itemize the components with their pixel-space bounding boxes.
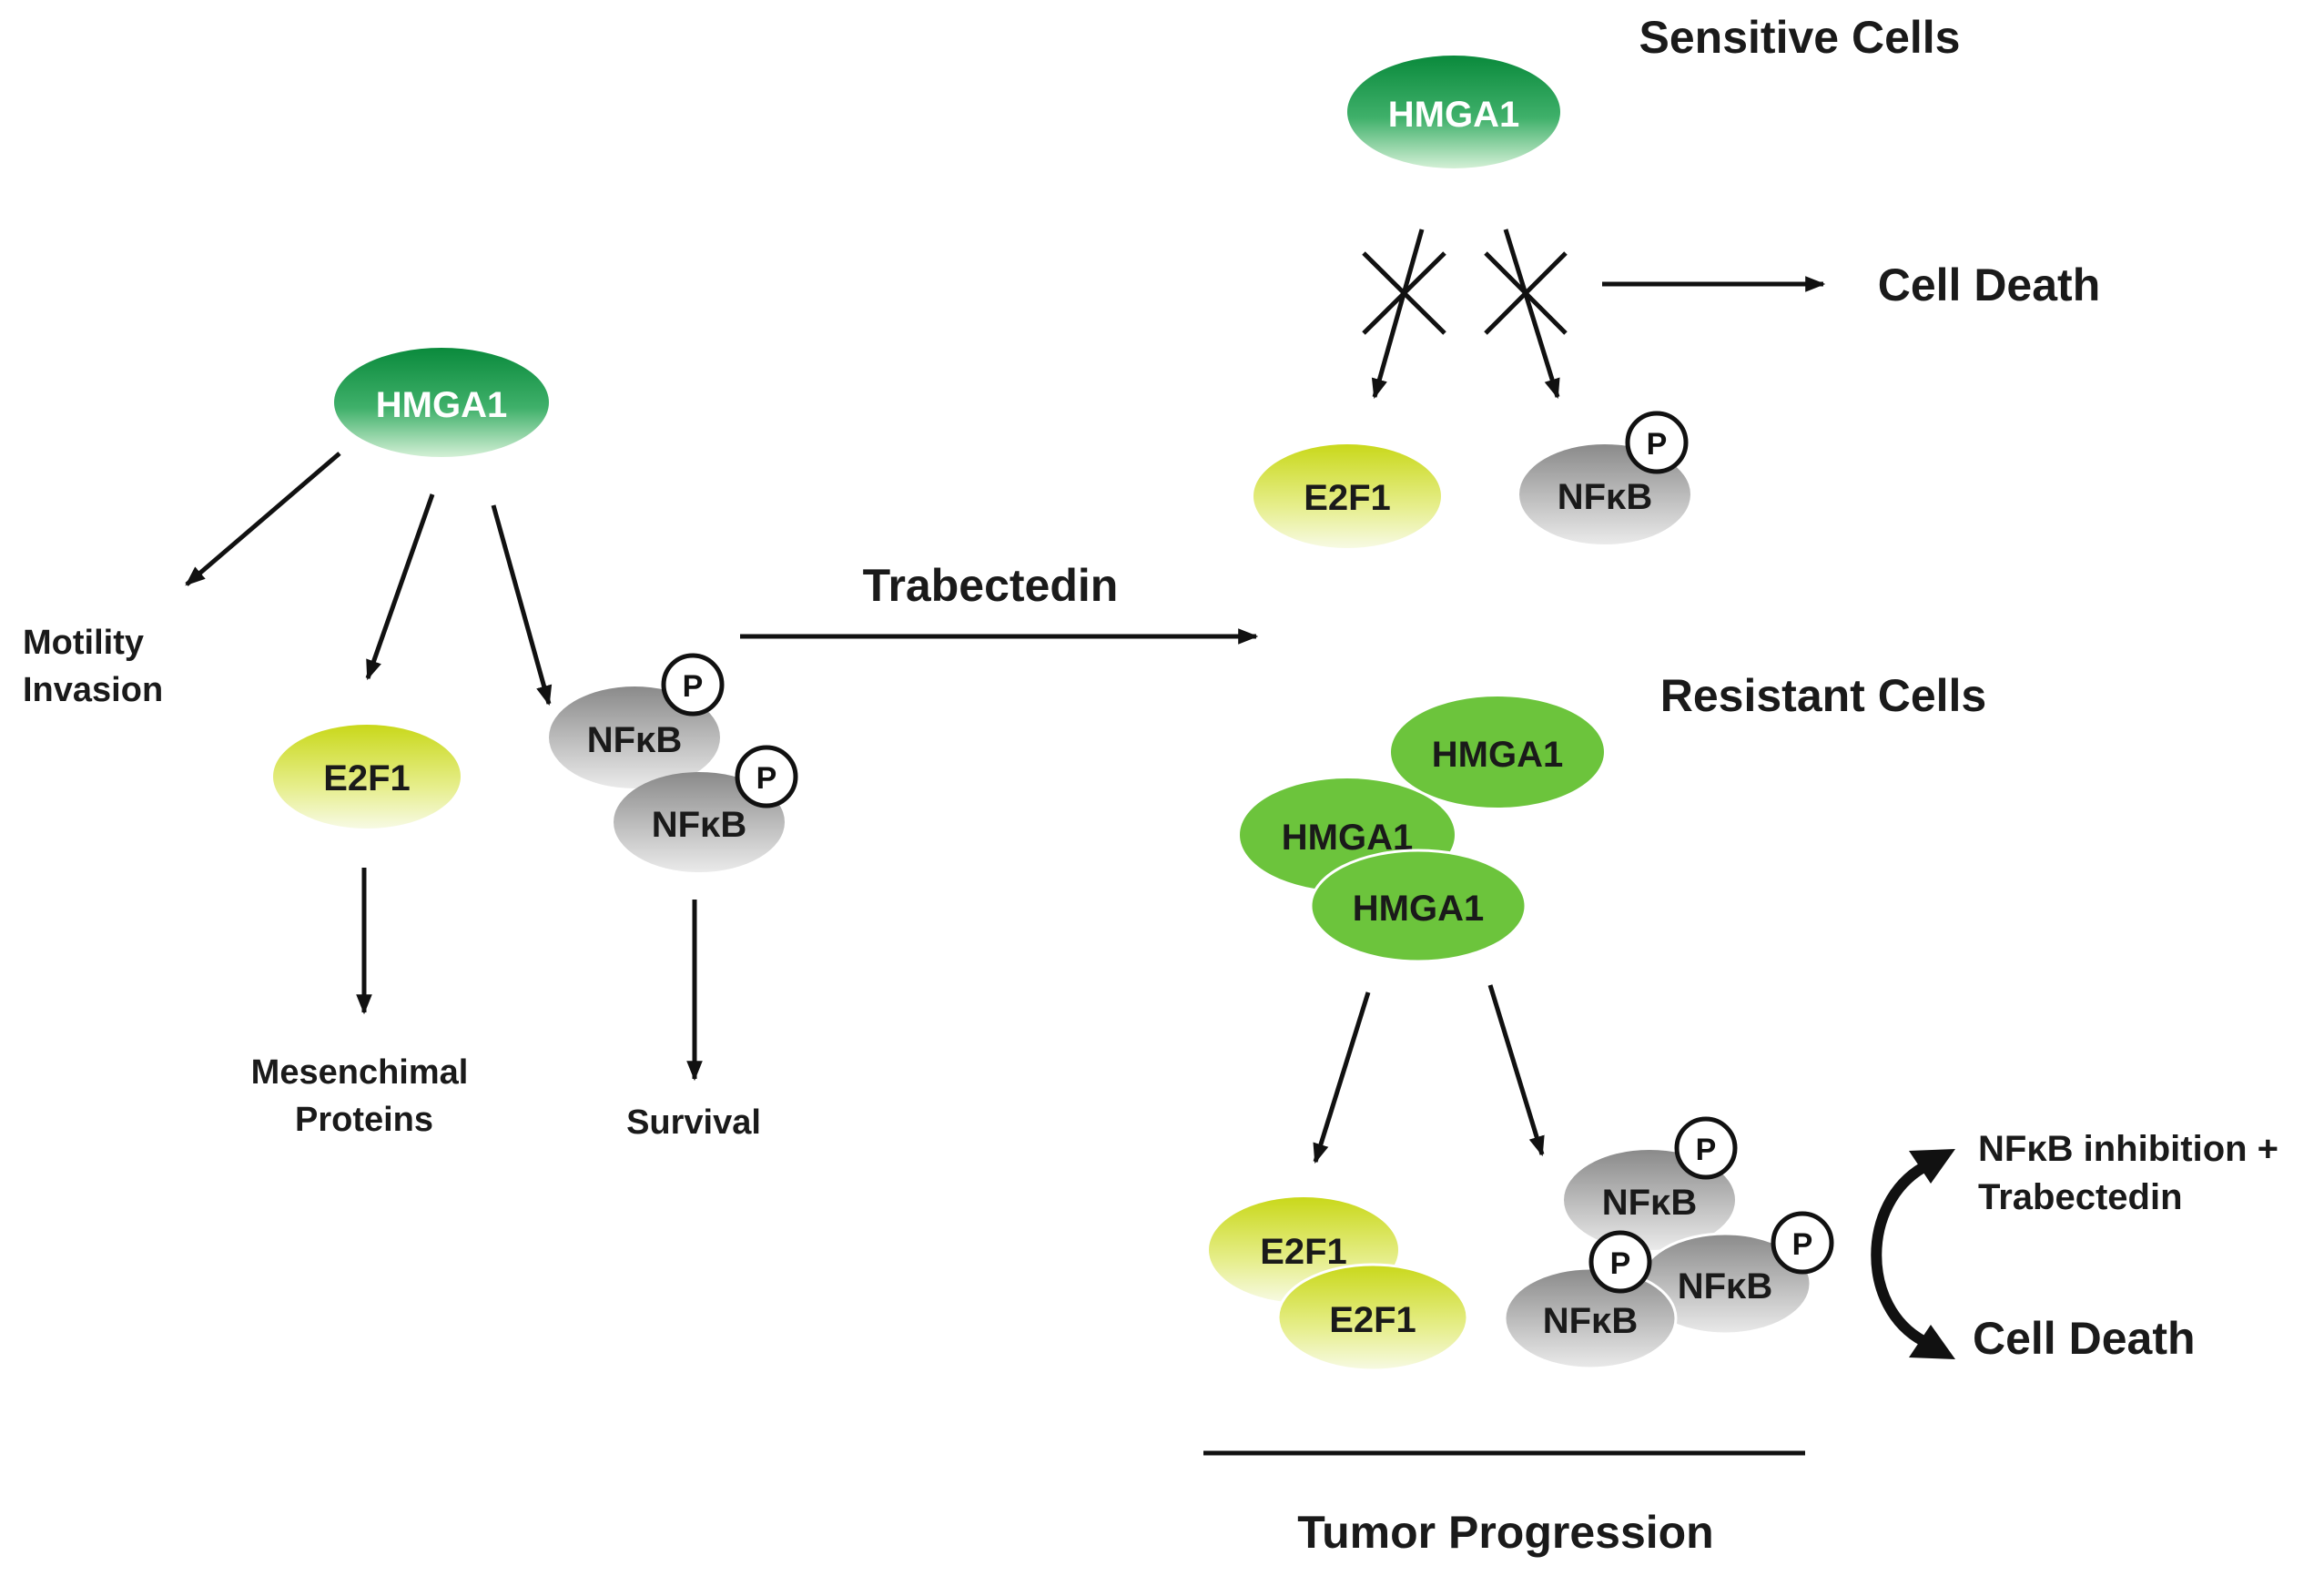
sensitive-e2f1-label: E2F1 [1304,478,1391,518]
curved-double-arrow [1871,1162,1927,1347]
arrow-hmga1-to-motility [185,452,341,586]
tumor-progression-label: Tumor Progression [1297,1507,1713,1558]
block-cross-line [1362,251,1446,335]
trabectedin-combo-label: Trabectedin [1978,1177,2183,1217]
resistant-nfkb-node-c: NFκB P [1503,1230,1678,1370]
left-hmga1-label: HMGA1 [376,385,507,425]
sensitive-e2f1-node: E2F1 [1253,444,1441,548]
phospho-badge: P [1625,411,1689,474]
phospho-badge: P [1771,1211,1834,1275]
left-nfkb-b-label: NFκB [652,805,747,845]
blocked-arrow-to-e2f1 [1371,229,1425,400]
left-e2f1-node: E2F1 [273,725,461,829]
resistant-nfkb-node-b: NFκB P [1638,1211,1834,1336]
resistant-hmga1-c-label: HMGA1 [1353,889,1484,929]
curved-arrow-head-bottom [1909,1325,1955,1359]
blocked-arrow-to-nfkb [1503,229,1560,400]
svg-text:P: P [1792,1227,1813,1262]
svg-text:P: P [1610,1246,1631,1281]
trabectedin-treatment: Trabectedin [740,560,1259,645]
invasion-label: Invasion [23,671,163,709]
mesenchymal-label: Mesenchimal [251,1053,469,1092]
survival-label: Survival [626,1103,761,1142]
resistant-cells-panel: Resistant Cells HMGA1 HMGA1 HMGA1 E2F1 E… [1209,670,2278,1372]
left-e2f1-label: E2F1 [323,758,411,798]
resistant-cells-title: Resistant Cells [1660,670,1986,721]
svg-text:P: P [1696,1133,1717,1167]
resistant-e2f1-b-label: E2F1 [1329,1300,1416,1340]
svg-text:P: P [1647,427,1668,462]
phospho-badge: P [1674,1116,1738,1180]
tumor-progression: Tumor Progression [1203,1450,1805,1558]
resistant-cell-death-label: Cell Death [1973,1313,2196,1364]
motility-label: Motility [23,624,144,662]
proteins-label: Proteins [295,1101,433,1139]
svg-text:P: P [756,761,777,796]
phospho-badge: P [735,745,798,808]
sensitive-nfkb-label: NFκB [1558,477,1653,517]
left-nfkb-node-a: NFκB P [549,653,725,788]
arrow-resistant-to-nfkb [1487,984,1545,1157]
phospho-badge: P [661,653,725,717]
left-nfkb-a-label: NFκB [587,720,683,760]
left-hmga1-node: HMGA1 [334,348,549,457]
svg-text:P: P [683,669,704,704]
curved-arrow-head-top [1909,1149,1955,1184]
sensitive-cell-death-label: Cell Death [1878,259,2101,310]
nfkb-inhibition-label: NFκB inhibition + [1978,1129,2278,1169]
left-pathway: HMGA1 Motility Invasion E2F1 Mesenchimal… [23,348,798,1142]
resistant-hmga1-node-c: HMGA1 [1309,849,1527,963]
resistant-nfkb-a-label: NFκB [1602,1183,1698,1223]
sensitive-cells-title: Sensitive Cells [1639,12,1961,63]
combination-therapy: NFκB inhibition + Trabectedin Cell Death [1871,1129,2278,1364]
block-cross-line [1484,251,1568,335]
resistant-hmga1-a-label: HMGA1 [1432,735,1563,775]
phospho-badge: P [1588,1230,1652,1294]
sensitive-hmga1-node: HMGA1 [1347,56,1560,168]
resistant-nfkb-b-label: NFκB [1678,1266,1773,1306]
resistant-e2f1-node-b: E2F1 [1276,1263,1469,1372]
arrow-hmga1-to-nfkb [491,504,553,707]
arrow-hmga1-to-e2f1 [365,493,435,681]
sensitive-nfkb-node: NFκB P [1519,411,1690,544]
left-nfkb-node-b: NFκB P [614,745,798,872]
arrow-resistant-to-e2f1 [1313,991,1371,1164]
sensitive-hmga1-label: HMGA1 [1388,95,1519,135]
resistant-hmga1-node-a: HMGA1 [1391,696,1604,808]
resistant-e2f1-a-label: E2F1 [1260,1232,1347,1272]
resistant-nfkb-c-label: NFκB [1543,1301,1639,1341]
sensitive-cells-panel: Sensitive Cells HMGA1 Cell Death E2F1 NF… [1253,12,2100,548]
resistant-nfkb-node-a: NFκB P [1564,1116,1738,1250]
trabectedin-label: Trabectedin [863,560,1119,611]
